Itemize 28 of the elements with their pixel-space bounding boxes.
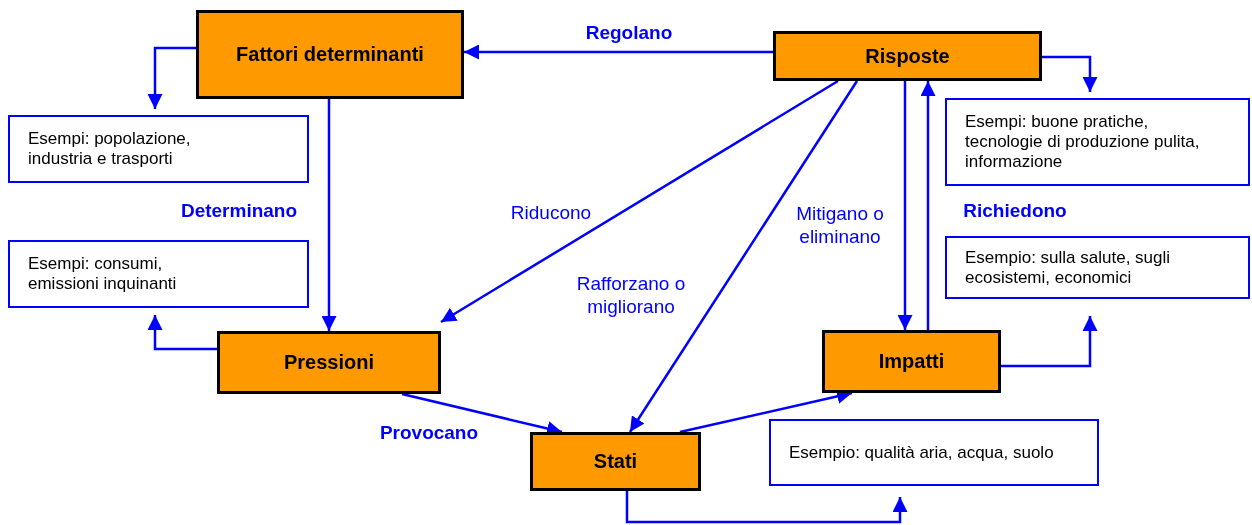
edge-label: Regolano — [585, 20, 673, 44]
process-box: Stati — [530, 432, 701, 491]
arrow — [1001, 316, 1098, 368]
example-box: Esempi: buone pratiche, tecnologie di produzione pulita, informazione — [945, 98, 1250, 186]
arrow — [147, 315, 217, 351]
arrow — [897, 81, 913, 330]
arrow — [321, 99, 337, 331]
process-box: Impatti — [822, 330, 1001, 393]
arrow — [625, 491, 908, 524]
process-box: Pressioni — [217, 331, 441, 394]
arrow — [920, 81, 936, 330]
arrow — [440, 79, 839, 324]
edge-label: Riducono — [509, 200, 593, 224]
process-box: Fattori determinanti — [196, 10, 464, 99]
edge-label: Rafforzano o migliorano — [575, 272, 687, 318]
arrow — [147, 46, 196, 109]
example-box: Esempio: sulla salute, sugli ecosistemi, economici — [945, 236, 1250, 299]
edge-label: Richiedono — [963, 198, 1067, 222]
edge-label: Mitigano o eliminano — [795, 202, 885, 248]
arrow — [1042, 55, 1098, 92]
arrow — [628, 80, 859, 433]
edge-label: Determinano — [180, 198, 298, 222]
example-box: Esempi: consumi, emissioni inquinanti — [8, 240, 309, 308]
arrow — [464, 44, 773, 60]
example-box: Esempi: popolazione, industria e trasporti — [8, 115, 309, 183]
process-box: Risposte — [773, 31, 1042, 81]
edge-label: Provocano — [379, 420, 479, 444]
example-box: Esempio: qualità aria, acqua, suolo — [769, 419, 1099, 486]
